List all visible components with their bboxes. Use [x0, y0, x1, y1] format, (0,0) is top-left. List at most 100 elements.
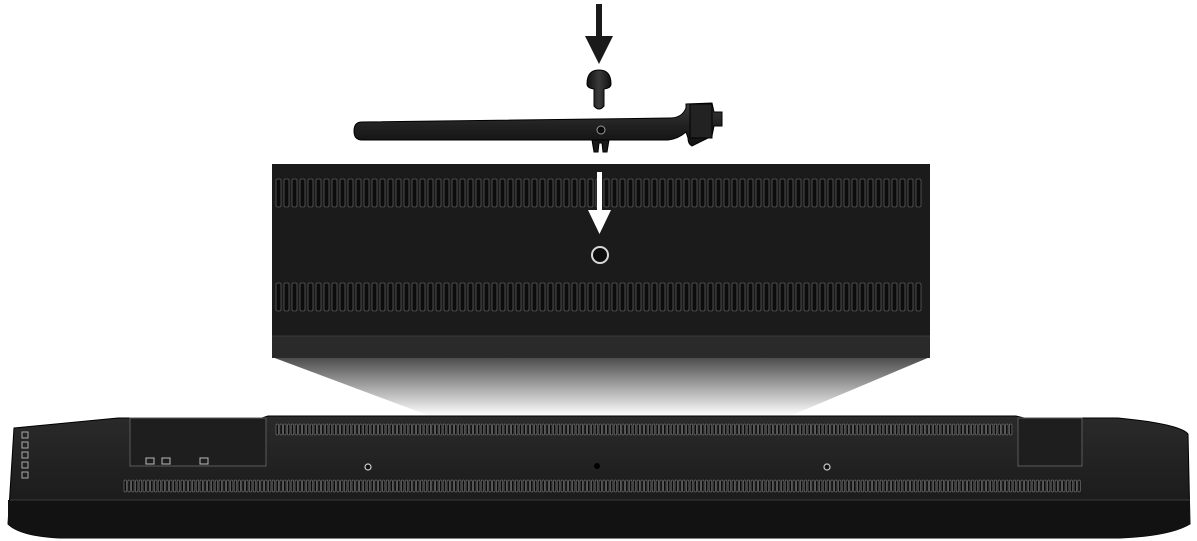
grille-slot [945, 480, 948, 492]
grille-slot [348, 424, 351, 435]
grille-slot [880, 480, 883, 492]
grille-slot [979, 480, 982, 492]
grille-slot [276, 179, 281, 207]
grille-slot [344, 424, 347, 435]
grille-slot [325, 424, 328, 435]
grille-slot [740, 424, 743, 435]
screw-hole-icon [594, 463, 600, 469]
push-rivet-icon [587, 70, 611, 109]
grille-slot [432, 480, 435, 492]
grille-slot [268, 480, 271, 492]
grille-slot [580, 424, 583, 435]
grille-slot [603, 424, 606, 435]
grille-slot [652, 283, 657, 311]
grille-slot [443, 480, 446, 492]
grille-slot [852, 179, 857, 207]
grille-slot [300, 179, 305, 207]
grille-slot [683, 480, 686, 492]
grille-slot [983, 424, 986, 435]
grille-slot [903, 480, 906, 492]
grille-slot [484, 283, 489, 311]
grille-slot [756, 283, 761, 311]
grille-slot [371, 424, 374, 435]
grille-slot [516, 179, 521, 207]
grille-slot [854, 424, 857, 435]
grille-slot [796, 283, 801, 311]
grille-slot [628, 283, 633, 311]
grille-slot [1074, 480, 1077, 492]
grille-slot [668, 283, 673, 311]
grille-slot [1009, 480, 1012, 492]
grille-slot [474, 480, 477, 492]
grille-slot [580, 179, 585, 207]
grille-slot [580, 283, 585, 311]
grille-slot [835, 480, 838, 492]
grille-slot [348, 179, 353, 207]
grille-slot [516, 283, 521, 311]
grille-slot [261, 480, 264, 492]
grille-slot [789, 424, 792, 435]
grille-slot [428, 179, 433, 207]
grille-slot [850, 480, 853, 492]
grille-slot [200, 480, 203, 492]
grille-slot [700, 179, 705, 207]
grille-slot [481, 424, 484, 435]
grille-slot [895, 480, 898, 492]
grille-slot [690, 480, 693, 492]
grille-slot [1059, 480, 1062, 492]
grille-slot [797, 480, 800, 492]
grille-slot [876, 283, 881, 311]
grille-slot [918, 480, 921, 492]
grille-slot [572, 480, 575, 492]
grille-slot [888, 480, 891, 492]
grille-slot [983, 480, 986, 492]
grille-slot [804, 179, 809, 207]
grille-slot [204, 480, 207, 492]
grille-slot [534, 424, 537, 435]
grille-slot [926, 424, 929, 435]
grille-slot [531, 424, 534, 435]
grille-slot [836, 179, 841, 207]
grille-slot [405, 480, 408, 492]
grille-slot [914, 480, 917, 492]
grille-slot [683, 424, 686, 435]
grille-slot [652, 424, 655, 435]
grille-slot [724, 283, 729, 311]
zoomed-panel [272, 164, 930, 358]
grille-slot [333, 424, 336, 435]
grille-slot [949, 480, 952, 492]
grille-slot [937, 480, 940, 492]
grille-slot [842, 480, 845, 492]
grille-slot [994, 480, 997, 492]
grille-slot [548, 179, 553, 207]
grille-slot [694, 480, 697, 492]
grille-slot [372, 179, 377, 207]
grille-slot [474, 424, 477, 435]
grille-slot [800, 424, 803, 435]
grille-slot [515, 480, 518, 492]
grille-slot [314, 480, 317, 492]
grille-slot [860, 283, 865, 311]
grille-slot [844, 283, 849, 311]
screw-hole-icon [824, 464, 830, 470]
grille-slot [819, 480, 822, 492]
grille-slot [774, 480, 777, 492]
grille-slot [766, 480, 769, 492]
grille-slot [394, 480, 397, 492]
grille-slot [1070, 480, 1073, 492]
grille-slot [916, 283, 921, 311]
grille-slot [705, 480, 708, 492]
grille-slot [591, 424, 594, 435]
grille-slot [367, 480, 370, 492]
grille-slot [291, 424, 294, 435]
grille-slot [310, 424, 313, 435]
grille-slot [208, 480, 211, 492]
grille-slot [371, 480, 374, 492]
grille-slot [892, 283, 897, 311]
grille-slot [584, 480, 587, 492]
grille-slot [781, 424, 784, 435]
grille-slot [455, 424, 458, 435]
grille-slot [956, 480, 959, 492]
grille-slot [468, 283, 473, 311]
